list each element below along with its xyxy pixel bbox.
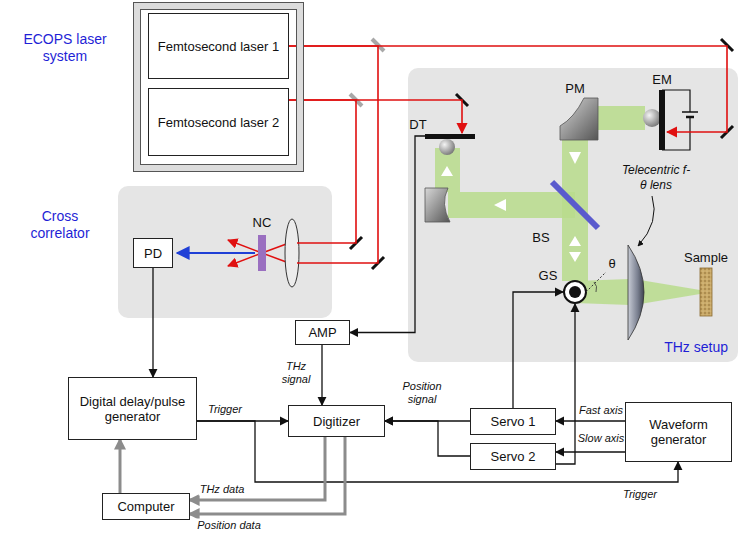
thz-emitter <box>659 90 665 150</box>
leader-arrow <box>638 196 654 246</box>
signal-label: THz data <box>199 483 246 496</box>
device-box: Femtosecond laser 1 <box>148 13 289 79</box>
part-label: GS <box>539 268 558 283</box>
laser-beam <box>228 253 262 266</box>
group-heading: Cross correlator <box>12 208 108 242</box>
signal-label: THz signal <box>277 360 315 386</box>
box-label: Computer <box>117 499 174 514</box>
signal-wire <box>197 421 678 482</box>
data-link <box>119 440 122 493</box>
galvo-scanner <box>564 281 586 303</box>
device-box: Waveform generator <box>625 402 732 462</box>
group-heading: THz setup <box>664 339 728 356</box>
box-label: Femtosecond laser 1 <box>158 39 279 54</box>
laser-beam <box>289 100 462 133</box>
silicon-lens <box>439 139 455 155</box>
setup-panel: THz setup <box>408 68 738 362</box>
box-label: Femtosecond laser 2 <box>158 115 279 130</box>
device-box: Digital delay/pulse generator <box>68 377 197 440</box>
device-box: Servo 1 <box>470 408 556 435</box>
laser-system-frame: Femtosecond laser 1Femtosecond laser 2EC… <box>133 2 304 172</box>
device-box: Femtosecond laser 2 <box>148 88 289 156</box>
signal-wire <box>385 421 470 456</box>
device-box: Digitizer <box>288 405 385 437</box>
beam-direction <box>569 152 581 164</box>
beam-direction <box>494 199 506 211</box>
signal-wire <box>556 304 575 464</box>
f-theta-lens <box>628 245 644 340</box>
box-label: Digital delay/pulse generator <box>73 394 192 424</box>
parabolic-mirror <box>560 98 598 140</box>
galvo-scanner <box>569 286 581 298</box>
box-label: PD <box>144 246 162 261</box>
sum-frequency-beam <box>177 252 255 254</box>
part-label: θ <box>608 256 615 271</box>
laser-beam <box>289 46 727 132</box>
signal-label: Fast axis <box>578 404 624 417</box>
beam-direction <box>569 236 581 246</box>
group-heading: ECOPS laser system <box>10 31 120 65</box>
box-label: Waveform generator <box>630 417 727 447</box>
focusing-lens <box>285 219 299 287</box>
part-label: PM <box>565 81 585 96</box>
device-box: Servo 2 <box>470 443 556 470</box>
thz-beam <box>448 192 575 218</box>
sample <box>700 268 712 316</box>
data-link <box>190 437 345 514</box>
signal-wire <box>513 292 563 408</box>
device-box: AMP <box>295 320 350 345</box>
part-label: Telecentric f-θ lens <box>620 163 692 193</box>
laser-beam <box>228 240 262 253</box>
part-label: EM <box>652 72 672 87</box>
signal-label: Trigger <box>207 403 243 416</box>
beam-splitter <box>552 182 598 228</box>
signal-label: Slow axis <box>577 432 625 445</box>
silicon-lens <box>643 109 661 127</box>
battery-symbol <box>682 111 698 113</box>
scan-angle <box>586 272 606 292</box>
beam-direction <box>441 166 453 176</box>
panel-background <box>118 186 332 318</box>
signal-wire <box>350 136 425 333</box>
bias-wire <box>662 117 690 150</box>
device-box: PD <box>133 238 173 268</box>
setup-panel: PDCross correlator <box>118 186 332 318</box>
part-label: BS <box>532 230 549 245</box>
box-label: Servo 1 <box>491 414 536 429</box>
laser-beam <box>289 46 378 263</box>
part-label: DT <box>409 117 426 132</box>
beam-direction <box>569 252 581 262</box>
signal-label: Position data <box>196 519 262 532</box>
box-label: Digitizer <box>313 414 360 429</box>
device-box: Computer <box>102 493 190 520</box>
parabolic-mirror <box>425 188 450 222</box>
thz-detector <box>425 134 475 139</box>
box-label: Servo 2 <box>491 449 536 464</box>
nonlinear-crystal <box>258 235 266 271</box>
signal-wire <box>152 268 153 377</box>
data-link <box>190 437 325 500</box>
signal-label: Position signal <box>394 380 450 406</box>
signal-wire <box>556 451 625 452</box>
scan-angle <box>594 282 597 292</box>
box-label: AMP <box>308 325 336 340</box>
bias-wire <box>662 90 690 112</box>
signal-wire <box>556 420 625 421</box>
part-label: Sample <box>684 250 728 265</box>
panel-background <box>408 68 738 362</box>
part-label: NC <box>253 215 272 230</box>
signal-wire <box>321 345 322 405</box>
thz-beam <box>640 280 700 304</box>
signal-label: Trigger <box>622 488 658 501</box>
